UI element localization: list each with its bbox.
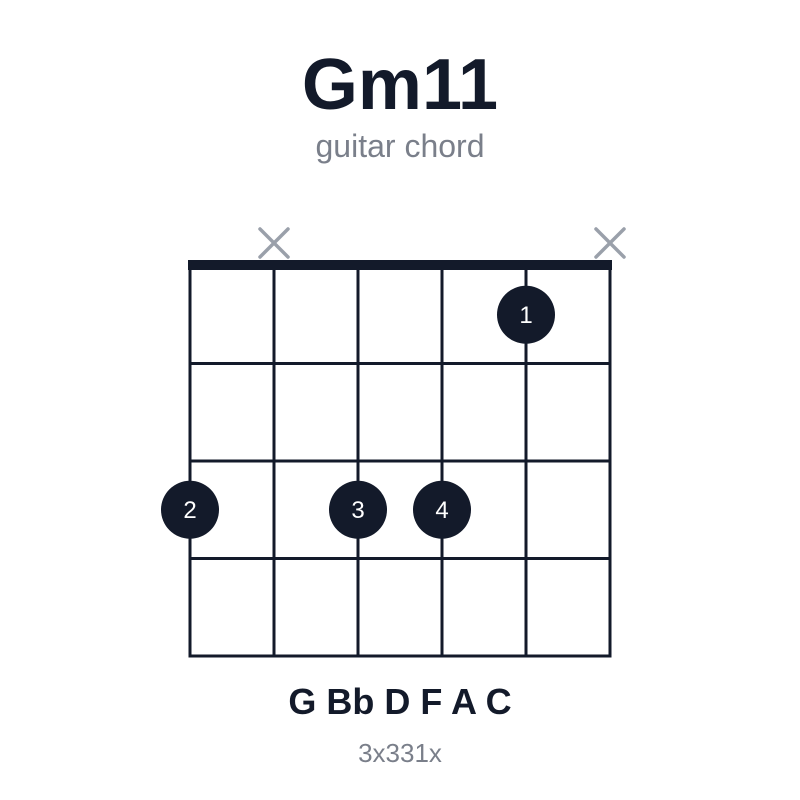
finger-dot-circle [161, 480, 219, 539]
muted-string-icon [594, 227, 626, 259]
chord-fingering: 3x331x [358, 738, 442, 768]
chord-notes: G Bb D F A C [288, 681, 512, 722]
finger-dot-circle [329, 480, 387, 539]
chord-title: Gm11 [301, 45, 499, 125]
finger-number: 2 [183, 497, 196, 524]
finger-dot: 4 [413, 480, 471, 539]
muted-x-stroke [594, 227, 626, 259]
finger-dot-circle [413, 480, 471, 539]
chord-subtitle: guitar chord [315, 128, 485, 164]
nut [188, 260, 612, 270]
finger-dot: 1 [497, 285, 555, 344]
muted-string-icon [258, 227, 290, 259]
finger-dot: 2 [161, 480, 219, 539]
finger-number: 3 [351, 497, 364, 524]
finger-dot: 3 [329, 480, 387, 539]
muted-markers [258, 227, 626, 259]
finger-dot-circle [497, 285, 555, 344]
finger-number: 4 [435, 497, 448, 524]
muted-x-stroke [258, 227, 290, 259]
finger-number: 1 [519, 302, 532, 329]
finger-dots: 1 2 3 4 [161, 285, 555, 539]
